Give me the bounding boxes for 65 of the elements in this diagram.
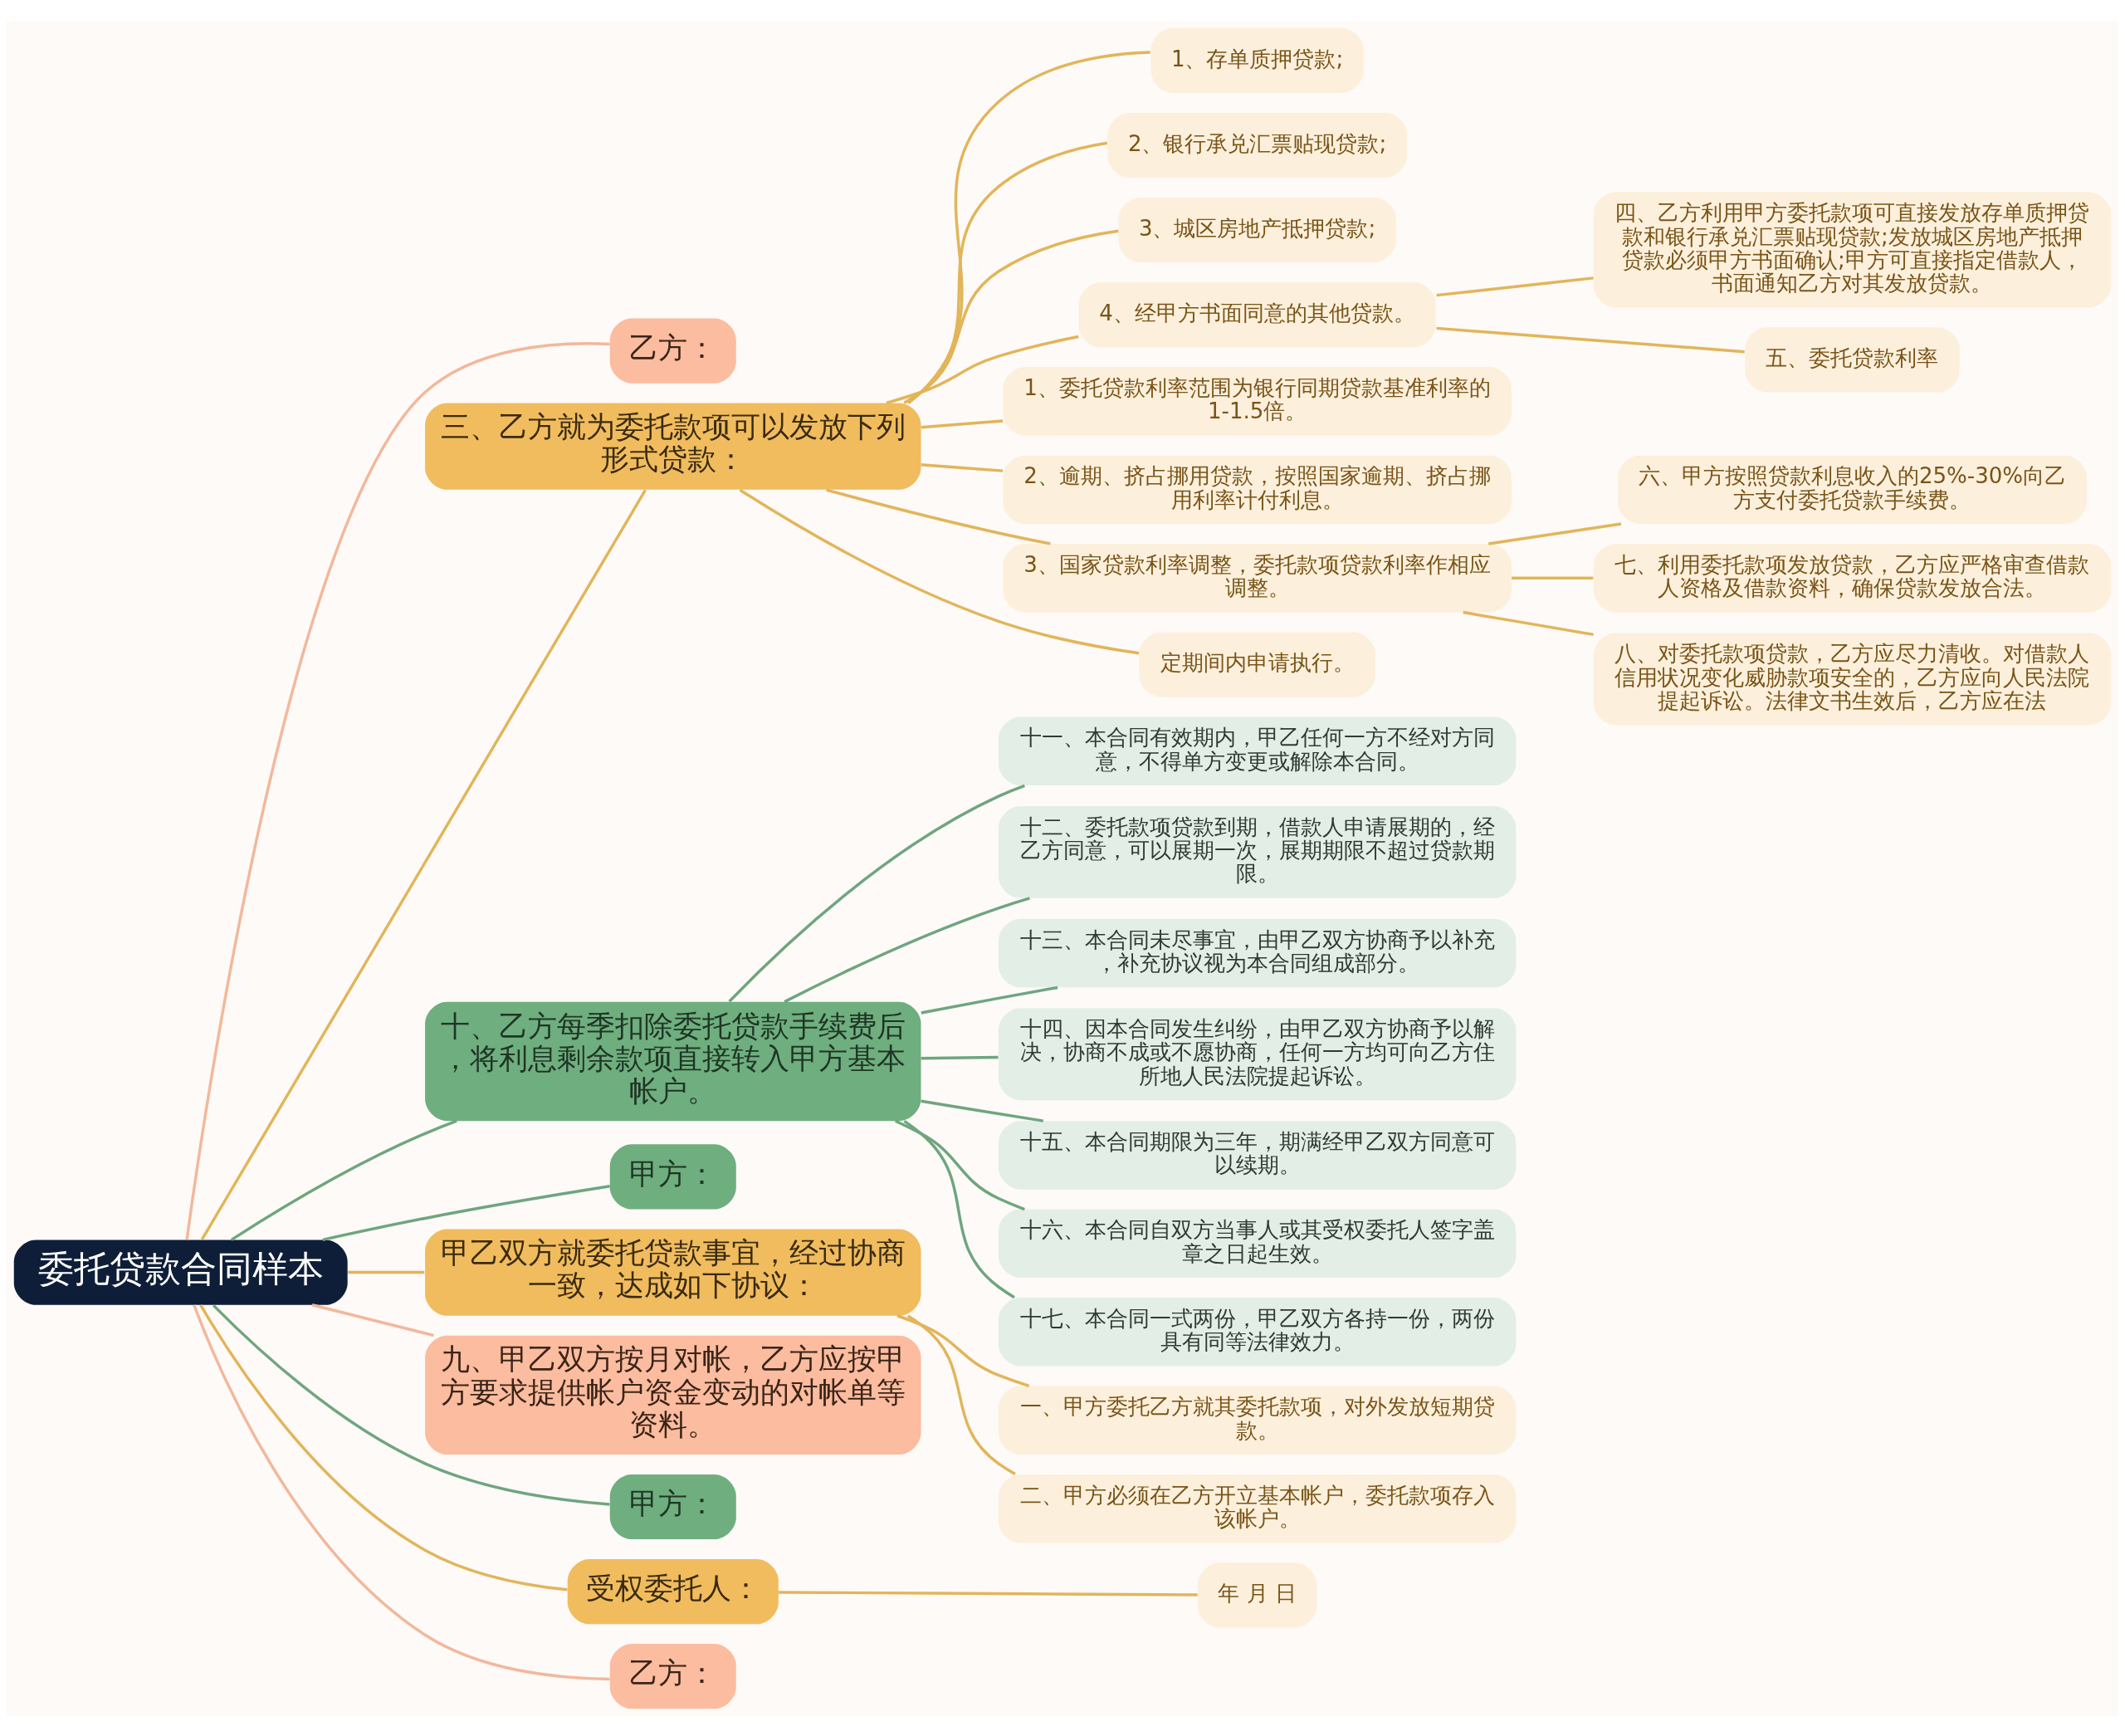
node-box: 十六、本合同自双方当事人或其受权委托人签字盖章之日起生效。 [998, 1209, 1517, 1278]
node-box: 甲乙双方就委托贷款事宜，经过协商一致，达成如下协议： [425, 1228, 921, 1316]
node-box: 年 月 日 [1197, 1562, 1317, 1628]
node-box: 三、乙方就为委托款项可以发放下列形式贷款： [425, 403, 921, 490]
connector [199, 1303, 568, 1591]
node-box: 1、存单质押贷款; [1150, 27, 1364, 93]
node-box: 五、委托贷款利率 [1745, 326, 1960, 392]
connector [896, 1313, 1030, 1387]
node-box: 四、乙方利用甲方委托款项可直接发放存单质押贷款和银行承兑汇票贴现贷款;发放城区房地产抵押贷款必须甲方书面确认;甲方可直接指定借款人，书面通知乙方对其发放贷款。 [1593, 191, 2112, 307]
connector [903, 229, 1119, 404]
node-box: 2、银行承兑汇票贴现贷款; [1107, 112, 1407, 178]
node-box: 八、对委托款项贷款，乙方应尽力清收。对借款人信用状况变化威胁款项安全的，乙方应向人民法院提起诉讼。法律文书生效后，乙方应在法 [1593, 633, 2112, 725]
connector [784, 896, 1030, 1003]
node-box: 甲方： [609, 1143, 736, 1210]
node-box: 十三、本合同未尽事宜，由甲乙双方协商予以补充，补充协议视为本合同组成部分。 [998, 918, 1517, 987]
node-box: 定期间内申请执行。 [1139, 631, 1375, 697]
connector [906, 141, 1108, 403]
node-box: 二、甲方必须在乙方开立基本帐户，委托款项存入该帐户。 [998, 1474, 1517, 1543]
connector [921, 985, 1058, 1015]
connector [728, 784, 1025, 1002]
connector [779, 1590, 1198, 1597]
connector [1463, 610, 1594, 636]
connector [907, 50, 1150, 404]
connector [739, 488, 1140, 655]
connector [921, 418, 1004, 428]
connector [322, 1184, 610, 1241]
node-box: 受权委托人： [567, 1558, 779, 1624]
node-box: 甲方： [609, 1474, 736, 1539]
connector [903, 1119, 1015, 1298]
node-box: 乙方： [609, 1643, 736, 1709]
node-box: 乙方： [609, 317, 736, 384]
connector [348, 1270, 425, 1274]
connector [894, 1119, 1025, 1210]
connector [1488, 521, 1622, 545]
connector [230, 1119, 457, 1241]
connector [826, 487, 1051, 545]
node-box: 2、逾期、挤占挪用贷款，按照国家逾期、挤占挪用利率计付利息。 [1003, 455, 1512, 524]
node-box: 委托贷款合同样本 [13, 1240, 348, 1305]
node-box: 一、甲方委托乙方就其委托款项，对外发放短期贷款。 [998, 1385, 1517, 1455]
connector [200, 488, 647, 1240]
connector [921, 1099, 1044, 1122]
connector [311, 1303, 434, 1337]
connector [193, 1303, 610, 1680]
connector [921, 462, 1004, 472]
connector [1436, 276, 1594, 296]
node-box: 十五、本合同期限为三年，期满经甲乙双方同意可以续期。 [998, 1120, 1517, 1190]
connector [1436, 326, 1745, 353]
node-box: 3、城区房地产抵押贷款; [1118, 197, 1396, 262]
node-box: 4、经甲方书面同意的其他贷款。 [1078, 281, 1436, 347]
connector [185, 341, 610, 1240]
node-box: 十二、委托款项贷款到期，借款人申请展期的，经乙方同意，可以展期一次，展期期限不超过贷款期限。 [998, 805, 1517, 898]
node-box: 十七、本合同一式两份，甲乙双方各持一份，两份具有同等法律效力。 [998, 1297, 1517, 1367]
connector [921, 1055, 999, 1059]
connector [906, 1314, 1016, 1475]
node-box: 3、国家贷款利率调整，委托款项贷款利率作相应调整。 [1003, 543, 1512, 613]
node-box: 九、甲乙双方按月对帐，乙方应按甲方要求提供帐户资金变动的对帐单等资料。 [425, 1335, 921, 1455]
connector [212, 1303, 610, 1506]
node-box: 六、甲方按照贷款利息收入的25%-30%向乙方支付委托贷款手续费。 [1618, 455, 2087, 524]
node-box: 十四、因本合同发生纠纷，由甲乙双方协商予以解决，协商不成或不愿协商，任何一方均可向乙方住所地人民法院提起诉讼。 [998, 1007, 1517, 1100]
node-box: 十、乙方每季扣除委托贷款手续费后，将利息剩余款项直接转入甲方基本帐户。 [425, 1001, 921, 1121]
node-box: 十一、本合同有效期内，甲乙任何一方不经对方同意，不得单方变更或解除本合同。 [998, 716, 1517, 785]
node-box: 七、利用委托款项发放贷款，乙方应严格审查借款人资格及借款资料，确保贷款发放合法。 [1593, 543, 2112, 613]
connector [886, 335, 1079, 404]
connector [1512, 576, 1594, 579]
node-box: 1、委托贷款利率范围为银行同期贷款基准利率的1-1.5倍。 [1003, 366, 1512, 436]
